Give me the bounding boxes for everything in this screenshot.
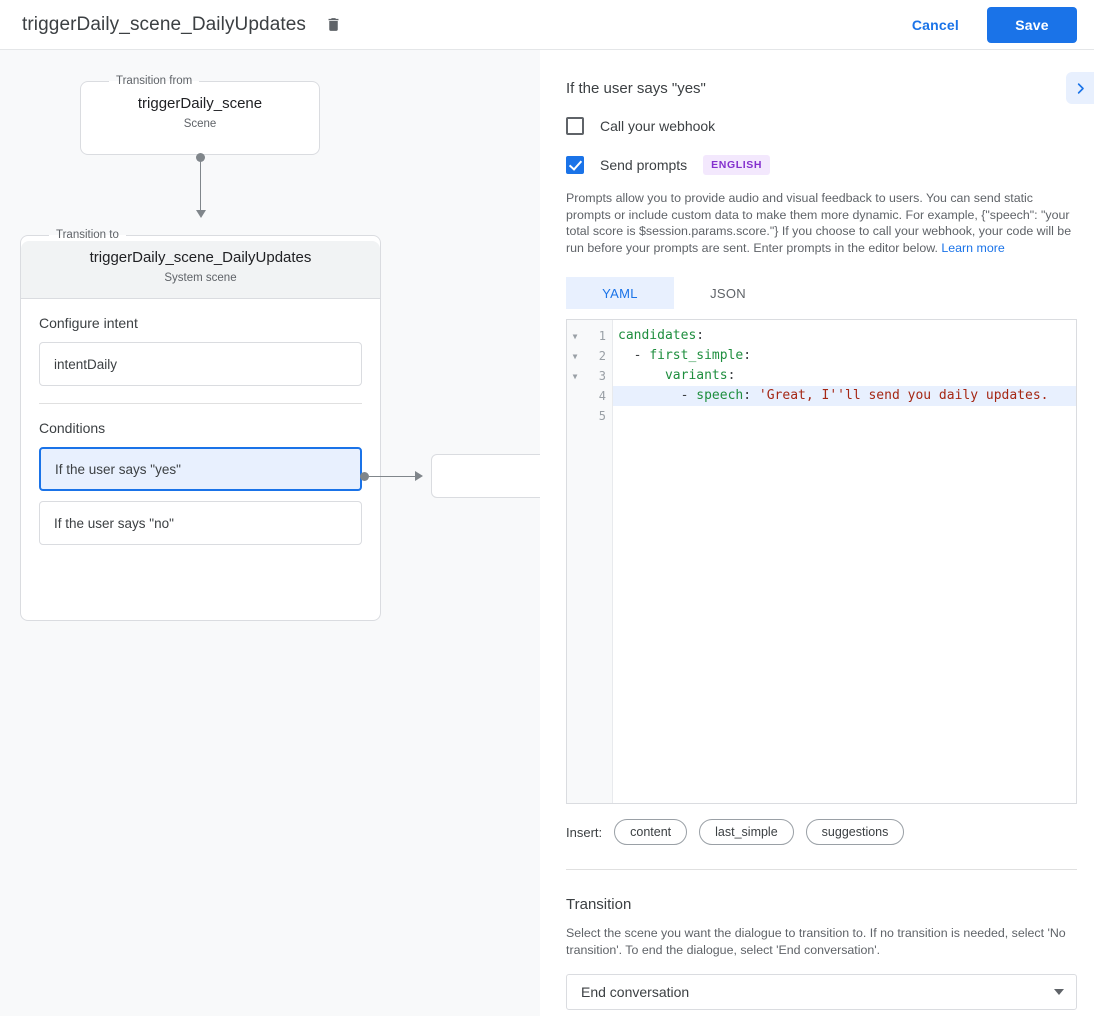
editor-code-area[interactable]: candidates: - first_simple: variants: - … [613, 320, 1076, 803]
conditions-label: Conditions [39, 420, 106, 436]
panel-rail [541, 50, 547, 1016]
fold-arrow-icon[interactable]: ▼ [572, 371, 578, 381]
details-panel: If the user says "yes" Call your webhook… [547, 50, 1094, 1016]
transition-to-subtitle: System scene [164, 272, 237, 284]
transition-from-legend: Transition from [116, 75, 193, 87]
transition-from-node[interactable]: Transition from triggerDaily_scene Scene [80, 75, 320, 155]
line-number: 3 [598, 369, 606, 383]
code-key: variants [664, 368, 728, 383]
tab-json[interactable]: JSON [710, 285, 746, 301]
code-line-2: - first_simple: [618, 348, 752, 363]
code-line-5 [613, 406, 1076, 426]
scene-graph-canvas: Transition from triggerDaily_scene Scene… [0, 50, 541, 1016]
top-bar: triggerDaily_scene_DailyUpdates Cancel S… [0, 0, 1094, 50]
call-webhook-label: Call your webhook [600, 118, 716, 134]
code-line-3: variants: [664, 368, 736, 383]
save-button[interactable]: Save [987, 6, 1077, 43]
send-prompts-row: Send prompts ENGLISH [547, 155, 1094, 175]
transition-from-subtitle: Scene [183, 118, 217, 130]
code-string: 'Great, I''ll send you daily updates. [758, 388, 1049, 403]
gutter-line: ▼2 [567, 346, 612, 366]
panel-heading: If the user says "yes" [566, 80, 706, 97]
transition-section-title: Transition [566, 896, 632, 913]
connector-line-horizontal [369, 476, 421, 477]
gutter-line: 4 [567, 386, 612, 406]
format-tabs: YAML JSON [566, 277, 1094, 309]
insert-chip-content[interactable]: content [614, 819, 688, 845]
condition-item-label: If the user says "no" [54, 515, 174, 531]
transition-to-title: triggerDaily_scene_DailyUpdates [89, 249, 312, 266]
condition-item-yes[interactable]: If the user says "yes" [39, 447, 362, 491]
connector-arrow-down [196, 210, 206, 218]
code-key: first_simple [649, 348, 744, 363]
cancel-button[interactable]: Cancel [911, 16, 959, 33]
conditions-section: Conditions If the user says "yes" If the… [21, 404, 380, 545]
top-bar-actions: Cancel Save [911, 6, 1094, 43]
line-number: 5 [598, 409, 606, 423]
transition-to-legend: Transition to [56, 229, 119, 241]
transition-to-node: Transition to triggerDaily_scene_DailyUp… [20, 229, 381, 621]
condition-connector-dot [360, 472, 369, 481]
connector-line-vertical [200, 158, 201, 216]
trash-icon[interactable] [320, 12, 346, 38]
code-line-4: - speech: 'Great, I''ll send you daily u… [613, 386, 1076, 406]
line-number: 4 [598, 389, 606, 403]
intent-field[interactable]: intentDaily [39, 342, 362, 386]
condition-item-no[interactable]: If the user says "no" [39, 501, 362, 545]
insert-chip-suggestions[interactable]: suggestions [805, 819, 905, 845]
prompt-code-editor[interactable]: ▼1 ▼2 ▼3 4 5 candidates: - first_simple:… [566, 319, 1077, 804]
configure-intent-label: Configure intent [39, 315, 138, 331]
code-key: candidates [618, 328, 697, 343]
page-title: triggerDaily_scene_DailyUpdates [22, 13, 307, 35]
language-badge: ENGLISH [703, 155, 771, 175]
section-divider [39, 403, 362, 404]
gutter-line: 5 [567, 406, 612, 426]
send-prompts-label: Send prompts [600, 157, 688, 173]
transition-from-title: triggerDaily_scene [137, 95, 263, 112]
code-key: speech [696, 388, 744, 403]
gutter-line: ▼1 [567, 326, 612, 346]
target-node-stub[interactable] [431, 454, 540, 498]
condition-item-label: If the user says "yes" [55, 461, 181, 477]
transition-description: Select the scene you want the dialogue t… [566, 926, 1066, 957]
chevron-right-icon[interactable] [1066, 72, 1094, 104]
line-number: 1 [598, 329, 606, 343]
transition-to-header: triggerDaily_scene_DailyUpdates System s… [21, 237, 380, 299]
call-webhook-checkbox[interactable] [566, 117, 584, 135]
connector-dot [196, 153, 205, 162]
line-number: 2 [598, 349, 606, 363]
fold-arrow-icon[interactable]: ▼ [572, 331, 578, 341]
transition-select-value: End conversation [581, 984, 690, 1000]
send-prompts-checkbox[interactable] [566, 156, 584, 174]
prompts-description-text: Prompts allow you to provide audio and v… [566, 191, 1072, 255]
section-separator [566, 869, 1077, 870]
fold-arrow-icon[interactable]: ▼ [572, 351, 578, 361]
insert-row: Insert: content last_simple suggestions [566, 819, 1094, 845]
transition-select[interactable]: End conversation [566, 974, 1077, 1010]
editor-gutter: ▼1 ▼2 ▼3 4 5 [567, 320, 613, 803]
gutter-line: ▼3 [567, 366, 612, 386]
webhook-row: Call your webhook [547, 117, 1094, 135]
panel-divider [540, 50, 541, 1016]
learn-more-link[interactable]: Learn more [941, 240, 1005, 255]
chevron-down-icon [1054, 989, 1064, 995]
insert-chip-last-simple[interactable]: last_simple [699, 819, 794, 845]
connector-arrow-right [415, 471, 423, 481]
tab-yaml[interactable]: YAML [566, 277, 674, 309]
insert-label: Insert: [566, 824, 603, 840]
code-line-1: candidates: [618, 328, 705, 343]
prompts-description: Prompts allow you to provide audio and v… [566, 190, 1077, 256]
configure-intent-section: Configure intent intentDaily [21, 299, 380, 404]
